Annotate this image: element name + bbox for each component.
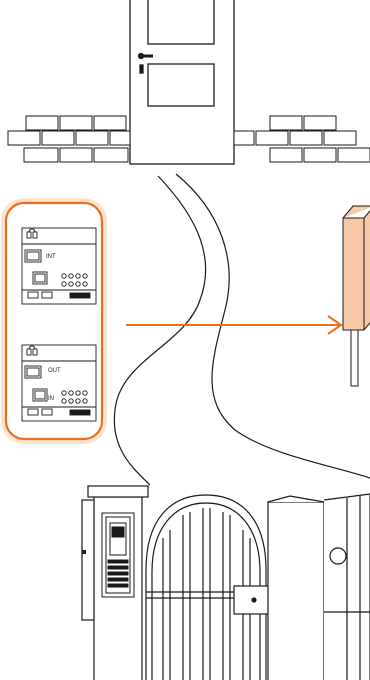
garden-path <box>114 174 370 485</box>
bottom-module-label-out: OUT <box>48 368 61 374</box>
top-module-label: INT <box>46 254 56 260</box>
bottom-module-label-in: IN <box>48 396 54 402</box>
junction-box-icon <box>343 206 370 386</box>
interface-module-bottom <box>22 345 96 421</box>
brick-wall-right <box>234 116 370 162</box>
right-fence-pillar <box>268 494 370 680</box>
door-icon <box>130 0 234 164</box>
arrow-right-icon <box>126 316 341 334</box>
interface-module-top <box>22 228 96 304</box>
entry-panel-icon <box>102 513 134 597</box>
brick-wall-left <box>8 116 130 162</box>
